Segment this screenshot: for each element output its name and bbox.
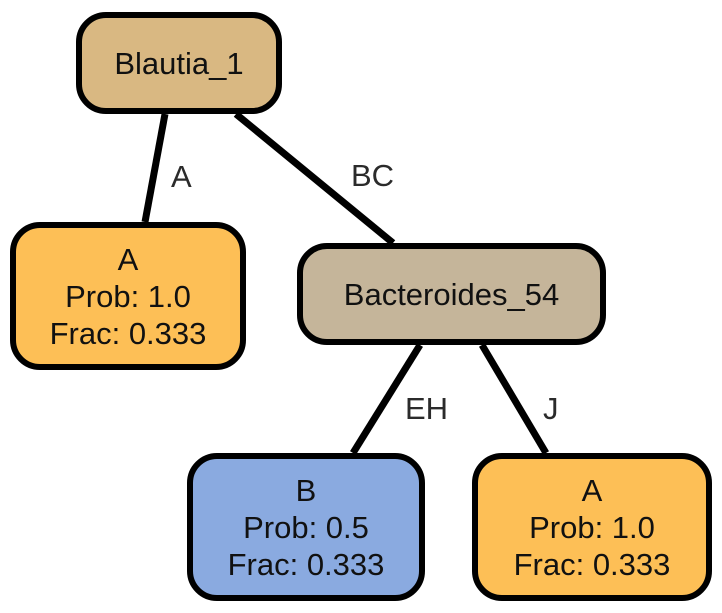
leaf-frac: Frac: 0.333 bbox=[49, 315, 207, 351]
edge-label-j: J bbox=[543, 391, 559, 426]
leaf-prob: Prob: 1.0 bbox=[65, 278, 191, 314]
edge-label-a: A bbox=[171, 159, 192, 194]
edge-label-bc: BC bbox=[351, 158, 395, 193]
edge-label-eh: EH bbox=[405, 391, 449, 426]
leaf-class: A bbox=[581, 472, 603, 508]
leaf-prob: Prob: 1.0 bbox=[529, 509, 655, 545]
leaf-node-b: B Prob: 0.5 Frac: 0.333 bbox=[187, 453, 425, 601]
leaf-frac: Frac: 0.333 bbox=[513, 546, 671, 582]
edge-root-to-split bbox=[233, 111, 396, 246]
leaf-class: A bbox=[117, 241, 139, 277]
root-node: Blautia_1 bbox=[76, 12, 282, 114]
leaf-node-a2: A Prob: 1.0 Frac: 0.333 bbox=[472, 453, 712, 601]
edge-split-to-leaf-b bbox=[350, 343, 423, 455]
split-node: Bacteroides_54 bbox=[297, 243, 606, 345]
split-node-label: Bacteroides_54 bbox=[343, 276, 560, 312]
leaf-prob: Prob: 0.5 bbox=[243, 509, 369, 545]
leaf-class: B bbox=[295, 472, 317, 508]
leaf-node-left: A Prob: 1.0 Frac: 0.333 bbox=[10, 222, 246, 370]
edge-root-to-left-leaf bbox=[141, 113, 169, 223]
edge-split-to-leaf-a2 bbox=[478, 343, 550, 455]
leaf-frac: Frac: 0.333 bbox=[227, 546, 385, 582]
root-node-label: Blautia_1 bbox=[114, 45, 244, 81]
